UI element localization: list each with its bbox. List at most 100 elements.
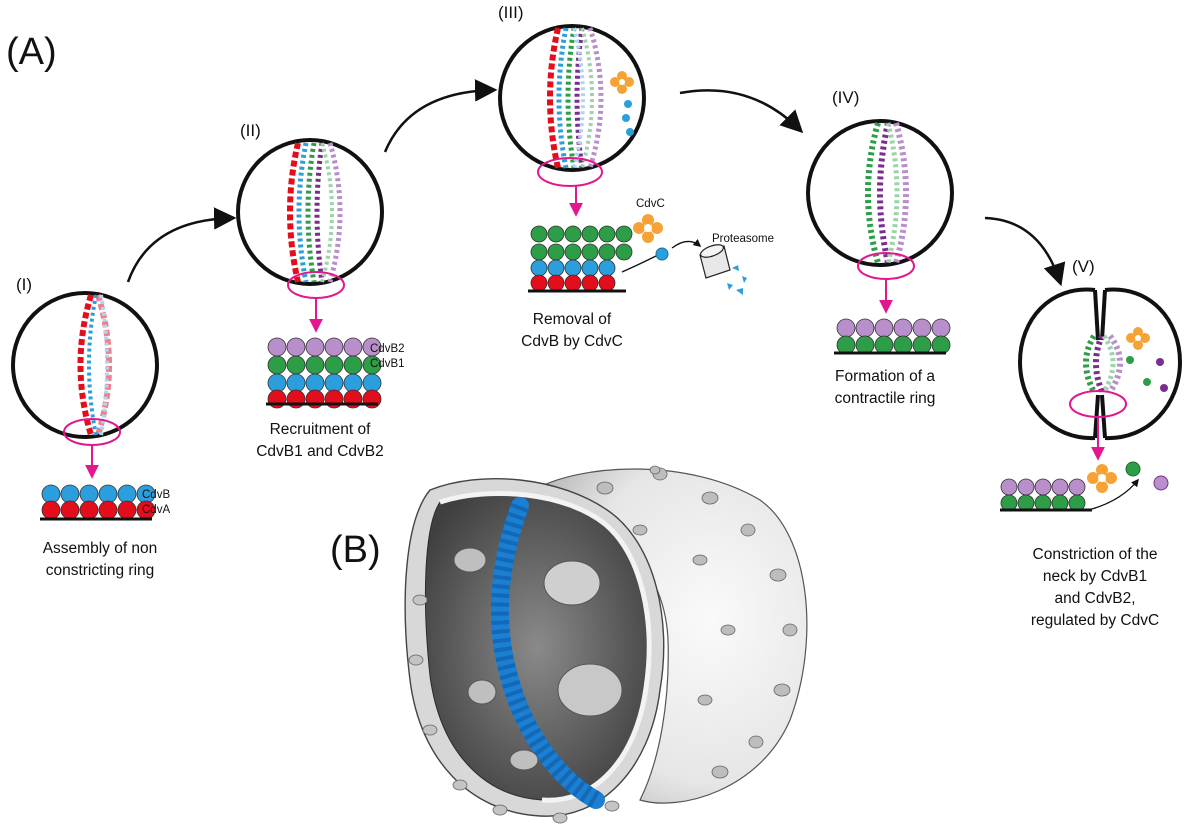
subunit-bead <box>286 355 306 375</box>
stage-iv-caption-line-1: Formation of a <box>835 368 935 385</box>
subunit-bead <box>598 243 616 261</box>
subunit-bead <box>836 335 856 355</box>
subunit-bead <box>874 335 894 355</box>
stage-v-free-cdvc-icon <box>1087 464 1117 493</box>
subunit-bead <box>343 337 363 357</box>
stage-iii-label-cdvc: CdvC <box>636 198 665 210</box>
subunit-bead <box>60 484 80 504</box>
subunit-bead <box>362 373 382 393</box>
stage-v-cdvc-flower-icon <box>1126 327 1150 350</box>
stage-iii-caption-line-1: Removal of <box>533 311 612 328</box>
subunit-bead <box>286 337 306 357</box>
stage-i-caption-line-1: Assembly of non <box>43 540 158 557</box>
subunit-bead <box>117 500 137 520</box>
subunit-bead <box>98 500 118 520</box>
subunit-bead <box>305 355 325 375</box>
stage-iv-cell <box>806 119 954 314</box>
subunit-bead <box>305 337 325 357</box>
subunit-bead <box>615 225 633 243</box>
arrow-i-to-ii <box>126 207 237 283</box>
subunit-bead <box>581 243 599 261</box>
stage-iii-cell <box>498 24 646 217</box>
subunit-bead <box>530 225 548 243</box>
subunit-bead <box>1034 478 1052 496</box>
subunit-bead <box>343 355 363 375</box>
subunit-bead <box>324 355 344 375</box>
subunit-bead <box>931 318 951 338</box>
subunit-bead <box>893 335 913 355</box>
subunit-bead <box>267 355 287 375</box>
stage-v-caption-line-3: and CdvB2, <box>1055 590 1136 607</box>
subunit-bead <box>855 335 875 355</box>
subunit-bead <box>547 259 565 277</box>
subunit-bead <box>615 243 633 261</box>
stage-i-label-cdva: CdvA <box>142 504 170 516</box>
subunit-bead <box>324 373 344 393</box>
stage-ii-label-cdvb1: CdvB1 <box>370 358 405 370</box>
arrow-iv-to-v <box>984 216 1066 287</box>
stage-iv-caption-line-2: contractile ring <box>835 390 936 407</box>
subunit-bead <box>893 318 913 338</box>
subunit-bead <box>79 484 99 504</box>
subunit-bead <box>564 225 582 243</box>
subunit-bead <box>267 373 287 393</box>
stage-iv-stack <box>834 318 951 355</box>
subunit-bead <box>564 243 582 261</box>
stage-ii-label-cdvb2: CdvB2 <box>370 343 405 355</box>
subunit-bead <box>41 484 61 504</box>
subunit-bead <box>855 318 875 338</box>
subunit-bead <box>581 274 599 292</box>
arrow-iii-to-iv <box>679 89 804 134</box>
subunit-bead <box>305 373 325 393</box>
subunit-bead <box>79 500 99 520</box>
subunit-bead <box>931 335 951 355</box>
subunit-bead <box>117 484 137 504</box>
panel-label-a: (A) <box>6 31 57 73</box>
stage-v-dividing-cell <box>1017 287 1183 461</box>
subunit-bead <box>581 259 599 277</box>
stage-i-numeral: (I) <box>16 275 32 294</box>
subunit-bead <box>1017 478 1035 496</box>
subunit-bead <box>912 335 932 355</box>
subunit-bead <box>598 225 616 243</box>
subunit-bead <box>530 243 548 261</box>
stage-ii-caption-line-2: CdvB1 and CdvB2 <box>256 443 384 460</box>
subunit-bead <box>564 259 582 277</box>
subunit-bead <box>60 500 80 520</box>
subunit-bead <box>267 337 287 357</box>
subunit-bead <box>581 225 599 243</box>
subunit-bead <box>547 274 565 292</box>
stage-ii-caption-line-1: Recruitment of <box>270 421 371 438</box>
stage-ii-stack <box>266 337 382 409</box>
stage-iii-cdvc-flower-icon <box>610 71 634 94</box>
subunit-bead <box>598 274 616 292</box>
stage-i-label-cdvb: CdvB <box>142 489 170 501</box>
subunit-bead <box>1051 478 1069 496</box>
stage-iii-label-proteasome: Proteasome <box>712 233 774 245</box>
stage-i-stack <box>40 484 156 521</box>
stage-i-caption-line-2: constricting ring <box>46 562 155 579</box>
stage-iii-numeral: (III) <box>498 3 524 22</box>
subunit-bead <box>41 500 61 520</box>
stage-v-numeral: (V) <box>1072 257 1095 276</box>
subunit-bead <box>836 318 856 338</box>
cell-3d-rendering <box>404 465 808 824</box>
subunit-bead <box>547 225 565 243</box>
subunit-bead <box>98 484 118 504</box>
stage-ii-numeral: (II) <box>240 121 261 140</box>
subunit-bead <box>286 373 306 393</box>
stage-v-caption-line-4: regulated by CdvC <box>1031 612 1159 629</box>
stage-iii-stack <box>528 225 633 293</box>
stage-i-cell <box>11 291 159 479</box>
stage-flow-arrows <box>126 79 1066 287</box>
subunit-bead <box>1068 478 1086 496</box>
subunit-bead <box>324 337 344 357</box>
stage-v-caption-line-2: neck by CdvB1 <box>1043 568 1147 585</box>
stage-v-caption-line-1: Constriction of the <box>1033 546 1158 563</box>
subunit-bead <box>530 274 548 292</box>
subunit-bead <box>874 318 894 338</box>
stage-iii-caption-line-2: CdvB by CdvC <box>521 333 623 350</box>
stage-iv-numeral: (IV) <box>832 88 859 107</box>
stage-ii-cell <box>236 138 384 333</box>
